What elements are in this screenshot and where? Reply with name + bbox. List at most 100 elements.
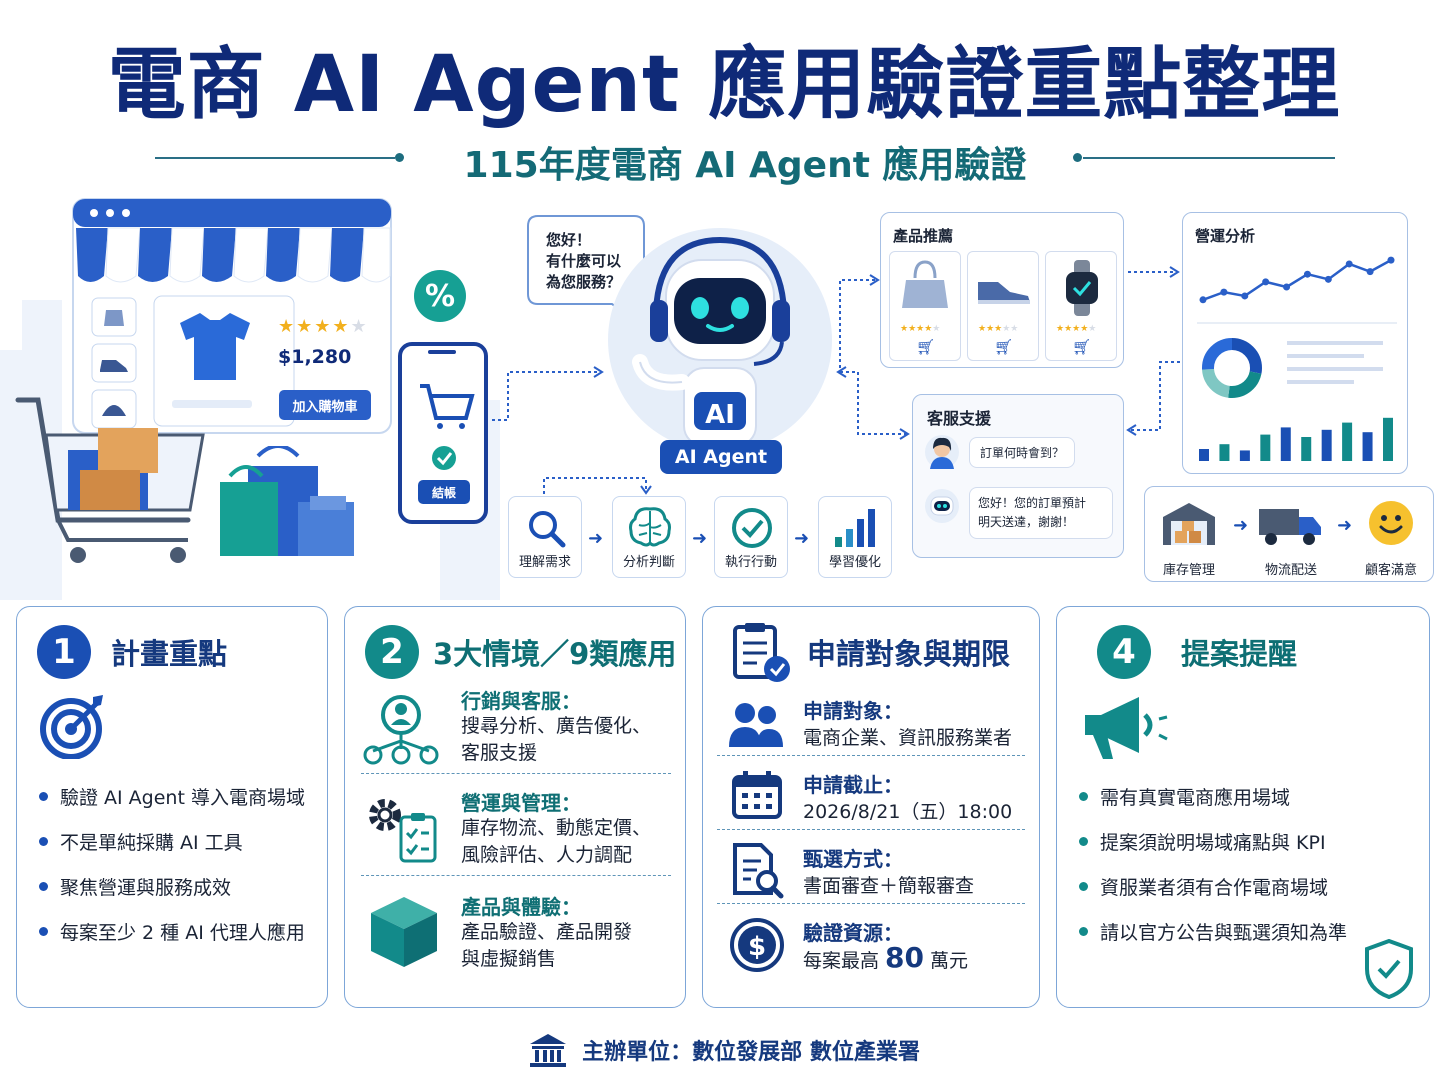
trend-point	[1283, 283, 1291, 291]
scenario-body: 產品驗證、產品開發 與虛擬銷售	[461, 919, 681, 973]
checkout-button[interactable]: 結帳	[418, 480, 470, 504]
card-header: 1 計畫重點	[37, 625, 227, 679]
check-circle-icon	[732, 508, 772, 548]
product-card[interactable]: ★★★★★ 🛒︎	[889, 251, 961, 361]
flow-connector	[543, 477, 652, 495]
legend-lines	[1287, 341, 1383, 384]
connector-arrow	[1126, 361, 1180, 436]
resource-prefix: 每案最高	[803, 950, 886, 972]
trend-point	[1324, 275, 1332, 283]
answer-line: 您好！您的訂單預計	[978, 496, 1087, 510]
connector-arrow	[839, 274, 880, 374]
ai-robot-icon	[608, 228, 832, 452]
flow-step-label: 分析判斷	[622, 555, 675, 570]
connector-arrow	[1128, 266, 1180, 278]
robot-avatar-icon	[930, 496, 954, 516]
scenario-body: 庫存物流、動態定價、 風險評估、人力調配	[461, 815, 681, 869]
flow-step-execute: 執行行動	[714, 496, 788, 578]
footer: 主辦單位：數位發展部 數位產業署	[0, 1030, 1448, 1070]
smiley-icon	[1369, 501, 1413, 545]
logistics-label: 庫存管理	[1162, 563, 1215, 578]
resource-amount: 80	[885, 941, 925, 974]
subtitle-left-dot	[395, 153, 404, 162]
divider	[361, 875, 671, 876]
cart-icon[interactable]: 🛒︎	[994, 338, 1014, 356]
bullet-text: 提案須說明場域痛點與 KPI	[1100, 832, 1326, 854]
card-title: 提案提醒	[1181, 637, 1298, 671]
trend-point	[1220, 288, 1228, 296]
bullet-text: 聚焦營運與服務成效	[60, 877, 232, 899]
rating-stars: ★★★★★	[278, 316, 369, 337]
greeting-line: 為您服務？	[546, 273, 622, 291]
megaphone-icon	[1085, 697, 1168, 759]
product-card[interactable]: ★★★★★ 🛒︎	[967, 251, 1039, 361]
flow-step-learn: 學習優化	[818, 496, 892, 578]
donut-chart	[1202, 338, 1262, 398]
trend-point	[1241, 292, 1249, 300]
trend-point	[1366, 268, 1374, 276]
arrow-icon: ➜	[692, 528, 708, 549]
trend-point	[1345, 260, 1353, 268]
add-to-cart-button[interactable]: 加入購物車	[279, 390, 371, 420]
gear-checklist-icon	[369, 799, 437, 863]
rating-stars: ★★★★★	[900, 324, 941, 334]
apply-deadline: 申請截止： 2026/8/21（五）18:00	[717, 769, 1027, 841]
mini-bar	[1219, 444, 1230, 461]
card-number: 2	[365, 625, 419, 679]
bullet-item: 需有真實電商應用場域	[1079, 783, 1290, 810]
flow-step-label: 執行行動	[724, 555, 777, 570]
scenario-line: 搜尋分析、廣告優化、	[461, 715, 652, 737]
customer-service-panel: 客服支援 訂單何時會到？ 您好！您的訂單預計 明天送達，謝謝！	[912, 394, 1124, 558]
bullet-dot	[39, 927, 48, 936]
mini-bar	[1199, 449, 1209, 461]
scenario-body: 搜尋分析、廣告優化、 客服支援	[461, 713, 681, 767]
flow-step-analyze: 分析判斷	[612, 496, 686, 578]
greeting-line: 您好！	[546, 231, 592, 249]
divider	[717, 829, 1025, 830]
page-title: 電商 AI Agent 應用驗證重點整理	[107, 40, 1341, 130]
apply-selection: 甄選方式： 書面審查＋簡報審查	[717, 843, 1027, 915]
subtitle-right-dot	[1073, 153, 1082, 162]
mini-bar	[1260, 434, 1271, 461]
product-card[interactable]: ★★★★★ 🛒︎	[1045, 251, 1117, 361]
smartwatch-icon	[1066, 260, 1098, 316]
apply-resource: $ 驗證資源： 每案最高 80 萬元	[717, 917, 1027, 989]
shopping-cart-icon	[15, 397, 205, 563]
connector-arrow	[836, 366, 910, 440]
bot-answer: 您好！您的訂單預計 明天送達，謝謝！	[969, 487, 1113, 539]
bullet-text: 驗證 AI Agent 導入電商場域	[60, 787, 305, 809]
connector-arrow	[492, 366, 604, 421]
scenario-line: 庫存物流、動態定價、	[461, 817, 652, 839]
card-plan: 1 計畫重點 驗證 AI Agent 導入電商場域 不是單純採購 AI 工具 聚…	[16, 606, 328, 1008]
mini-bar	[1321, 429, 1332, 461]
users-icon	[729, 703, 783, 747]
scenario-heading: 營運與管理：	[461, 791, 581, 815]
mini-bar-chart	[1199, 417, 1393, 461]
panel-title: 客服支援	[927, 409, 992, 428]
donut-slice	[1202, 338, 1262, 398]
mini-bar	[1280, 427, 1291, 461]
scenario-heading: 行銷與客服：	[461, 689, 581, 713]
rating-stars: ★★★★★	[978, 324, 1019, 334]
bullet-text: 請以官方公告與甄選須知為準	[1100, 922, 1348, 944]
bullet-item: 資服業者須有合作電商場域	[1079, 873, 1328, 900]
apply-body: 2026/8/21（五）18:00	[803, 801, 1013, 823]
divider	[717, 903, 1025, 904]
svg-text:$: $	[748, 932, 766, 962]
bullet-item: 不是單純採購 AI 工具	[39, 828, 243, 855]
sneaker-icon	[978, 282, 1030, 304]
trend-point	[1262, 278, 1270, 286]
mini-bar	[1362, 432, 1373, 461]
organizer-text: 主辦單位：數位發展部 數位產業署	[582, 1040, 920, 1065]
cart-icon[interactable]: 🛒︎	[1072, 338, 1092, 356]
mini-bar	[1301, 437, 1312, 461]
arrow-icon: ➜	[1337, 515, 1353, 536]
scenario-line: 與虛擬銷售	[461, 948, 557, 970]
scenario-line: 客服支援	[461, 742, 538, 764]
flow-step-label: 理解需求	[518, 555, 571, 570]
legend-line	[1287, 354, 1364, 358]
cart-icon[interactable]: 🛒︎	[916, 338, 936, 356]
bar-chart-icon	[835, 509, 875, 547]
resource-suffix: 萬元	[924, 950, 969, 972]
hero-illustration: ★★★★★ $1,280 加入購物車 % 結帳 您好	[0, 190, 1448, 600]
